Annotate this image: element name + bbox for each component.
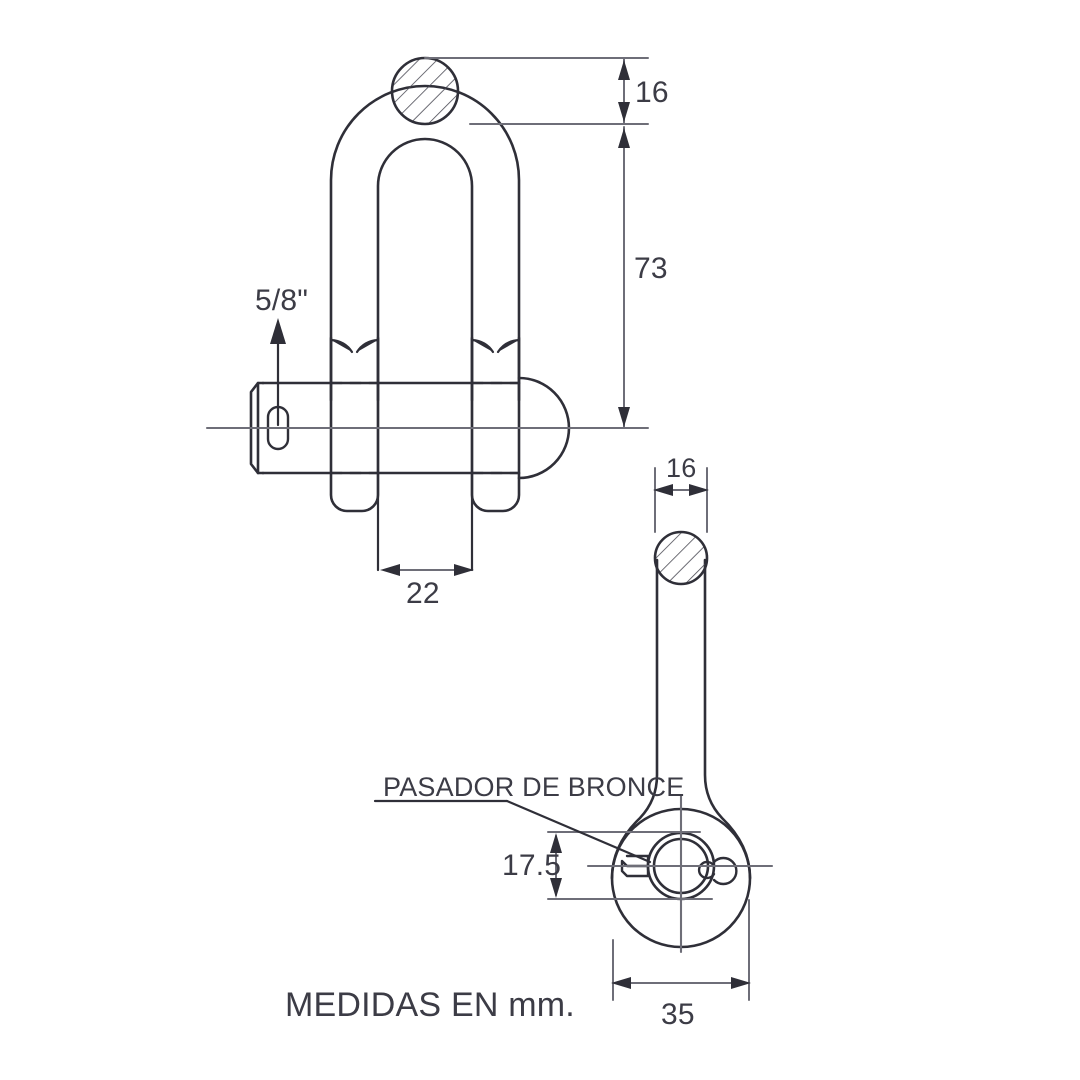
section-hatch-circle-icon-side — [653, 530, 709, 586]
dimension-73 — [518, 126, 649, 429]
dimension-16-side-arrows — [653, 484, 709, 496]
units-note-label: MEDIDAS EN mm. — [285, 986, 575, 1024]
cotter-pin-icon — [620, 854, 738, 886]
dimension-label-73: 73 — [634, 252, 668, 285]
dimension-label-16-top: 16 — [635, 76, 669, 109]
pin-head-hole — [266, 405, 290, 451]
dimension-58-arrow — [270, 318, 286, 344]
left-ear-body — [329, 336, 380, 513]
bow-leg-edge-lines — [376, 336, 474, 572]
bow-inner-profile — [376, 137, 474, 402]
dimension-label-22: 22 — [406, 577, 440, 610]
dimension-22-arrows — [380, 564, 474, 576]
side-view-centerline-icon — [586, 794, 774, 954]
dimension-label-16-side: 16 — [666, 453, 697, 483]
dimension-35-arrows — [611, 977, 751, 989]
section-hatch-circle-icon-front — [390, 56, 460, 126]
pin-hidden-edges — [329, 381, 521, 475]
dimension-label-17-5: 17.5 — [502, 849, 562, 882]
dimension-label-35: 35 — [661, 998, 695, 1031]
right-ear-shoulder-fillets — [470, 338, 521, 354]
pasador-de-bronce-label: PASADOR DE BRONCE — [383, 772, 685, 802]
dimension-label-5-8-inch: 5/8" — [255, 284, 309, 317]
dimension-16-top-arrows — [618, 60, 630, 122]
dimension-175-arrows — [550, 833, 562, 898]
dimension-73-arrows — [618, 128, 630, 427]
bow-outer-profile — [329, 84, 521, 402]
left-ear-shoulder-fillets — [329, 338, 380, 354]
pasador-de-bronce-leader — [373, 799, 652, 864]
right-ear-body — [470, 336, 521, 513]
